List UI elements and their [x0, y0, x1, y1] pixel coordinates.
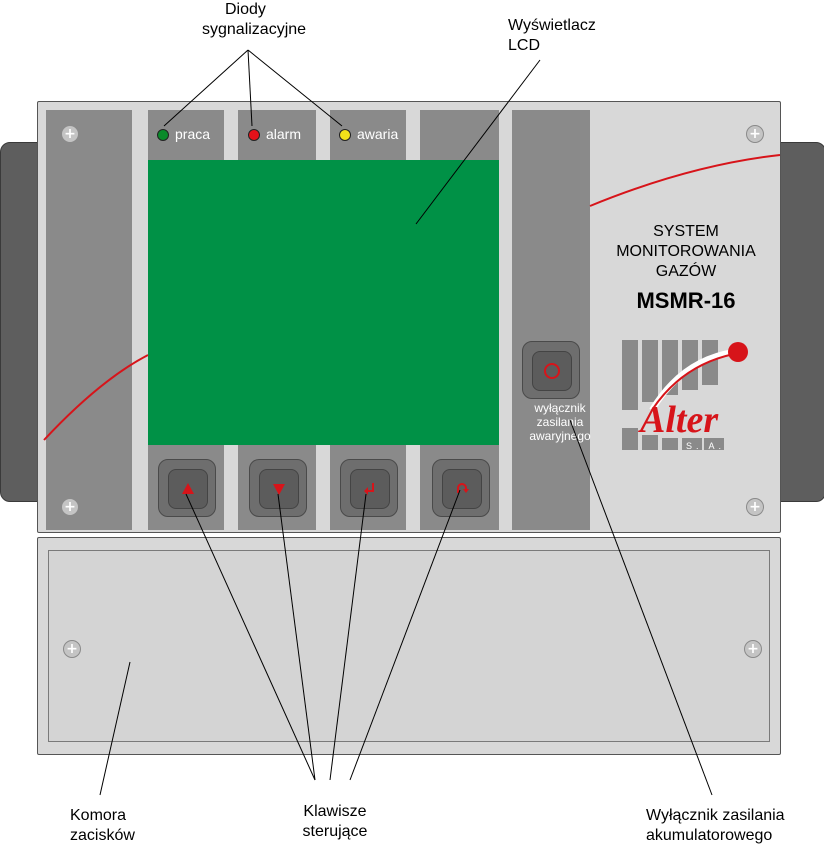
screw-bottom-right: +: [746, 498, 764, 516]
screw-terminal-right: +: [744, 640, 762, 658]
screw-bottom-left: +: [61, 498, 79, 516]
leader-terminal: [99, 661, 131, 796]
screw-terminal-left: +: [63, 640, 81, 658]
led-alarm: [248, 129, 260, 141]
key-up-button[interactable]: [158, 459, 216, 517]
terminal-compartment: [37, 537, 781, 755]
led-label-alarm: alarm: [266, 126, 302, 142]
power-ring-icon: [544, 363, 560, 379]
leader-battery-switch: [569, 419, 713, 796]
lcd-display: [148, 160, 499, 445]
label-battery-switch-line1: Wyłącznik zasilania: [646, 807, 785, 824]
label-terminal-line1: Komora: [70, 807, 127, 824]
alter-brand-suffix: S. A.: [686, 441, 726, 451]
led-praca: [157, 129, 169, 141]
enter-icon: [364, 483, 374, 495]
system-title-line3: GAZÓW: [655, 263, 717, 280]
leader-keys-4: [349, 489, 461, 781]
label-battery-switch: Wyłącznik zasilania akumulatorowego: [646, 806, 824, 846]
arrow-up-icon: [182, 483, 194, 494]
led-strip-4: [420, 110, 499, 160]
alter-logo: Alter S. A.: [622, 340, 752, 452]
key-enter-button[interactable]: [340, 459, 398, 517]
red-arc-left: [43, 354, 149, 441]
right-dark-column: [512, 110, 590, 530]
label-battery-switch-line2: akumulatorowego: [646, 827, 773, 844]
label-terminal-line2: zacisków: [70, 827, 135, 844]
led-awaria: [339, 129, 351, 141]
label-diodes-line1: Diody: [225, 1, 266, 18]
screw-top-right: +: [746, 125, 764, 143]
key-return-button[interactable]: [432, 459, 490, 517]
label-lcd-line2: LCD: [508, 37, 541, 54]
system-title: SYSTEM MONITOROWANIA GAZÓW: [596, 222, 776, 282]
alter-brand-text: Alter: [640, 399, 719, 441]
alter-logo-graphic: [622, 340, 748, 450]
key-down-button[interactable]: [249, 459, 307, 517]
emergency-switch-label-line1: wyłącznik: [534, 401, 586, 415]
system-title-line2: MONITOROWANIA: [616, 243, 756, 260]
leader-diodes-2: [247, 49, 253, 127]
label-terminal: Komora zacisków: [70, 806, 190, 846]
return-icon: [457, 483, 469, 493]
terminal-cover: [48, 550, 770, 742]
label-keys-line2: sterujące: [302, 823, 368, 840]
label-diodes-line2: sygnalizacyjne: [202, 21, 307, 38]
leader-keys-3: [329, 493, 367, 781]
led-label-praca: praca: [175, 126, 211, 142]
label-lcd: Wyświetlacz LCD: [508, 16, 628, 56]
label-diodes: Diody sygnalizacyjne: [202, 0, 342, 40]
leader-keys-1: [185, 493, 316, 781]
label-keys-line1: Klawisze: [303, 803, 367, 820]
model-name: MSMR-16: [636, 288, 736, 313]
leader-diodes-3: [247, 49, 343, 127]
led-label-awaria: awaria: [357, 126, 399, 142]
leader-lcd: [415, 59, 541, 225]
left-dark-column: [46, 110, 132, 530]
label-lcd-line1: Wyświetlacz: [508, 17, 596, 34]
leader-keys-2: [277, 493, 316, 781]
arrow-down-icon: [273, 484, 285, 495]
leader-diodes-1: [163, 49, 249, 127]
emergency-switch-label-line3: awaryjnego: [529, 429, 591, 443]
screw-top-left: +: [61, 125, 79, 143]
red-arc-right: [589, 154, 781, 207]
emergency-power-switch[interactable]: [522, 341, 580, 399]
system-title-line1: SYSTEM: [653, 223, 719, 240]
label-keys: Klawisze sterujące: [280, 802, 390, 842]
